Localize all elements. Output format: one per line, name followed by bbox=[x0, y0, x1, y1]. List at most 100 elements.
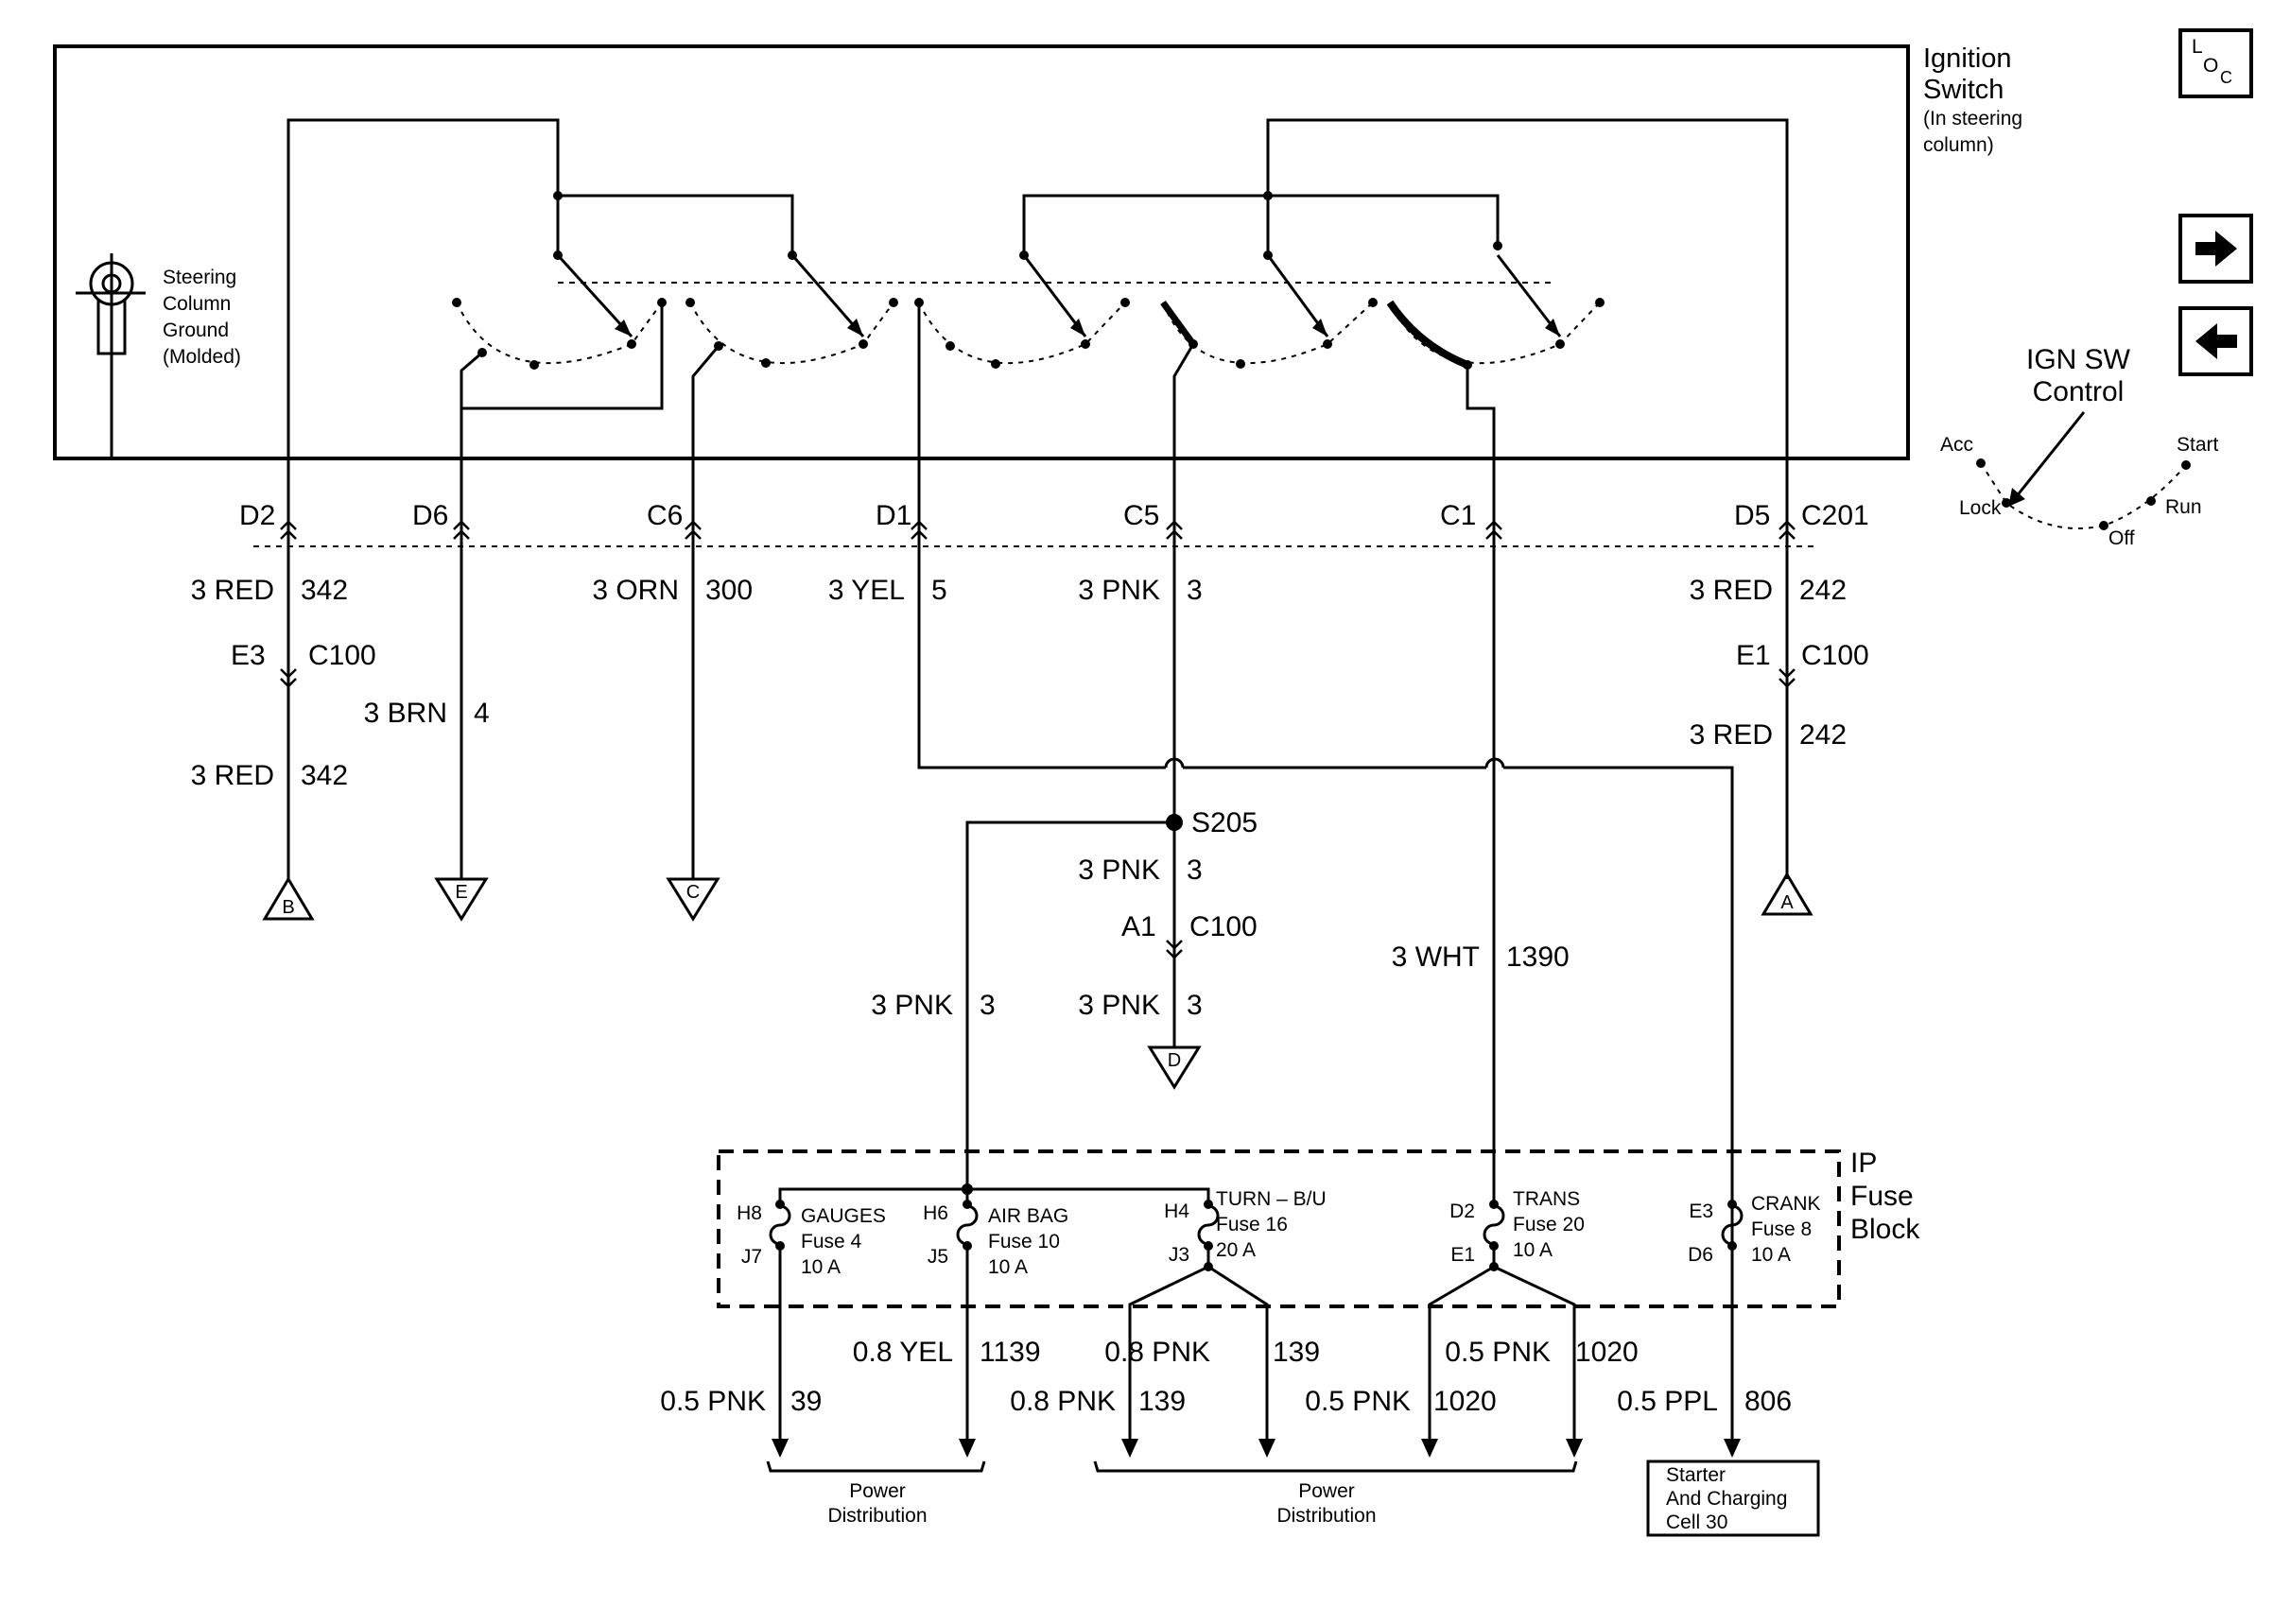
wire-342-circuit-1: 342 bbox=[301, 575, 348, 606]
fuse-20-bottom-pin: E1 bbox=[1450, 1244, 1475, 1266]
power-distribution-1-line2: Distribution bbox=[827, 1505, 927, 1527]
wire-crossover-1 bbox=[1164, 757, 1185, 769]
reference-d-label: D bbox=[1168, 1050, 1181, 1071]
previous-page-button[interactable] bbox=[2178, 306, 2253, 376]
pin-e3: E3 bbox=[231, 640, 266, 671]
wire-1139-color: 0.8 YEL bbox=[853, 1337, 953, 1368]
wire-342-circuit-2: 342 bbox=[301, 760, 348, 791]
wire-1020-circuit-1: 1020 bbox=[1575, 1337, 1639, 1368]
fuse-16-number: Fuse 16 bbox=[1216, 1214, 1288, 1235]
steering-column-ground-icon bbox=[76, 253, 146, 458]
ign-position-run: Run bbox=[2165, 496, 2202, 518]
pin-d5: D5 bbox=[1734, 500, 1770, 531]
connector-c201-label: C201 bbox=[1801, 500, 1869, 531]
arrow-left-icon bbox=[2195, 323, 2237, 359]
reference-b: B bbox=[262, 876, 315, 921]
reference-d: D bbox=[1147, 1045, 1202, 1090]
reference-a: A bbox=[1761, 872, 1813, 916]
ign-position-acc: Acc bbox=[1940, 434, 1973, 456]
ignition-switch-subtitle-1: (In steering bbox=[1923, 108, 2022, 130]
pin-c6: C6 bbox=[647, 500, 683, 531]
wire-5-color: 3 YEL bbox=[828, 575, 905, 606]
reference-c: C bbox=[666, 877, 720, 922]
ign-sw-control-title-1: IGN SW bbox=[2026, 344, 2131, 375]
fuse-block-wiring bbox=[769, 1183, 1744, 1458]
reference-e-label: E bbox=[455, 882, 467, 903]
power-distribution-2-line2: Distribution bbox=[1276, 1505, 1376, 1527]
ign-position-start: Start bbox=[2177, 434, 2219, 456]
wire-242-circuit-2: 242 bbox=[1799, 719, 1847, 751]
wire-5-circuit: 5 bbox=[931, 575, 947, 606]
wire-139-circuit-2: 139 bbox=[1138, 1386, 1186, 1417]
fuse-16-amps: 20 A bbox=[1216, 1239, 1256, 1261]
fuse-10-bottom-pin: J5 bbox=[928, 1246, 948, 1268]
ignition-switch-title-2: Switch bbox=[1923, 75, 2004, 105]
fuse-8-bottom-pin: D6 bbox=[1688, 1244, 1713, 1266]
pin-d2: D2 bbox=[239, 500, 275, 531]
wire-39-color: 0.5 PNK bbox=[660, 1386, 766, 1417]
wire-39-circuit: 39 bbox=[790, 1386, 822, 1417]
fuse-10-amps: 10 A bbox=[988, 1256, 1028, 1278]
switch-internal-contacts bbox=[286, 118, 1789, 529]
wire-342-color-2: 3 RED bbox=[191, 760, 274, 791]
fuse-16-name: TURN – B/U bbox=[1216, 1188, 1327, 1210]
steering-ground-label-1: Steering bbox=[163, 267, 236, 288]
fuse-8-number: Fuse 8 bbox=[1751, 1218, 1812, 1240]
steering-ground-label-3: Ground bbox=[163, 320, 229, 341]
wire-300-circuit: 300 bbox=[705, 575, 753, 606]
fuse-block-title-2: Fuse bbox=[1850, 1181, 1914, 1212]
pin-e1: E1 bbox=[1736, 640, 1771, 671]
ip-fuse-block bbox=[717, 1149, 1841, 1308]
ignition-switch-subtitle-2: column) bbox=[1923, 134, 1994, 156]
fuse-4-top-pin: H8 bbox=[737, 1202, 762, 1224]
wire-139-color-1: 0.8 PNK bbox=[1104, 1337, 1210, 1368]
power-distribution-1-line1: Power bbox=[849, 1480, 906, 1502]
wire-3-color-1: 3 PNK bbox=[1078, 575, 1160, 606]
fuse-10-name: AIR BAG bbox=[988, 1205, 1068, 1227]
fuse-8-top-pin: E3 bbox=[1689, 1201, 1713, 1222]
fuse-4-name: GAUGES bbox=[801, 1205, 886, 1227]
starter-charging-link[interactable] bbox=[1646, 1460, 1820, 1537]
wire-1020-color-1: 0.5 PNK bbox=[1445, 1337, 1551, 1368]
reference-a-label: A bbox=[1780, 892, 1794, 913]
splice-s205-label: S205 bbox=[1191, 807, 1258, 838]
reference-b-label: B bbox=[282, 897, 294, 918]
steering-ground-label-2: Column bbox=[163, 293, 231, 315]
main-wires bbox=[286, 520, 1789, 1446]
connector-c100-label-3: C100 bbox=[1189, 911, 1258, 942]
ign-position-off: Off bbox=[2108, 527, 2135, 549]
splice-s205 bbox=[1166, 814, 1183, 831]
wire-300-color: 3 ORN bbox=[592, 575, 679, 606]
reference-e: E bbox=[434, 877, 489, 922]
wire-806-circuit: 806 bbox=[1744, 1386, 1792, 1417]
ign-position-lock: Lock bbox=[1959, 497, 2002, 519]
wire-3-color-2: 3 PNK bbox=[1078, 855, 1160, 886]
loc-letter-o: O bbox=[2203, 55, 2218, 77]
loc-letter-l: L bbox=[2192, 36, 2203, 58]
fuse-10-top-pin: H6 bbox=[923, 1202, 948, 1224]
ignition-switch-housing bbox=[53, 44, 1910, 460]
next-page-button[interactable] bbox=[2178, 214, 2253, 284]
wire-242-circuit-1: 242 bbox=[1799, 575, 1847, 606]
location-button[interactable]: L O C bbox=[2178, 28, 2253, 98]
wire-4-circuit: 4 bbox=[474, 698, 490, 729]
starter-line3: Cell 30 bbox=[1666, 1512, 1727, 1533]
fuse-8-amps: 10 A bbox=[1751, 1244, 1791, 1266]
fuse-20-name: TRANS bbox=[1513, 1188, 1580, 1210]
pin-c5: C5 bbox=[1123, 500, 1159, 531]
wire-806-color: 0.5 PPL bbox=[1617, 1386, 1718, 1417]
ign-sw-control-title-2: Control bbox=[2033, 376, 2125, 407]
wire-3-circuit-3: 3 bbox=[1187, 990, 1203, 1021]
starter-line2: And Charging bbox=[1666, 1488, 1787, 1510]
wire-342-color-1: 3 RED bbox=[191, 575, 274, 606]
wire-crossover-2 bbox=[1484, 757, 1505, 769]
wire-4-color: 3 BRN bbox=[364, 698, 447, 729]
wire-242-color-1: 3 RED bbox=[1690, 575, 1773, 606]
fuse-20-top-pin: D2 bbox=[1449, 1201, 1475, 1222]
fuse-8-name: CRANK bbox=[1751, 1193, 1821, 1215]
wire-3-circuit-2: 3 bbox=[1187, 855, 1203, 886]
wire-3-color-4: 3 PNK bbox=[871, 990, 953, 1021]
wire-1020-circuit-2: 1020 bbox=[1433, 1386, 1497, 1417]
steering-ground-label-4: (Molded) bbox=[163, 346, 241, 368]
